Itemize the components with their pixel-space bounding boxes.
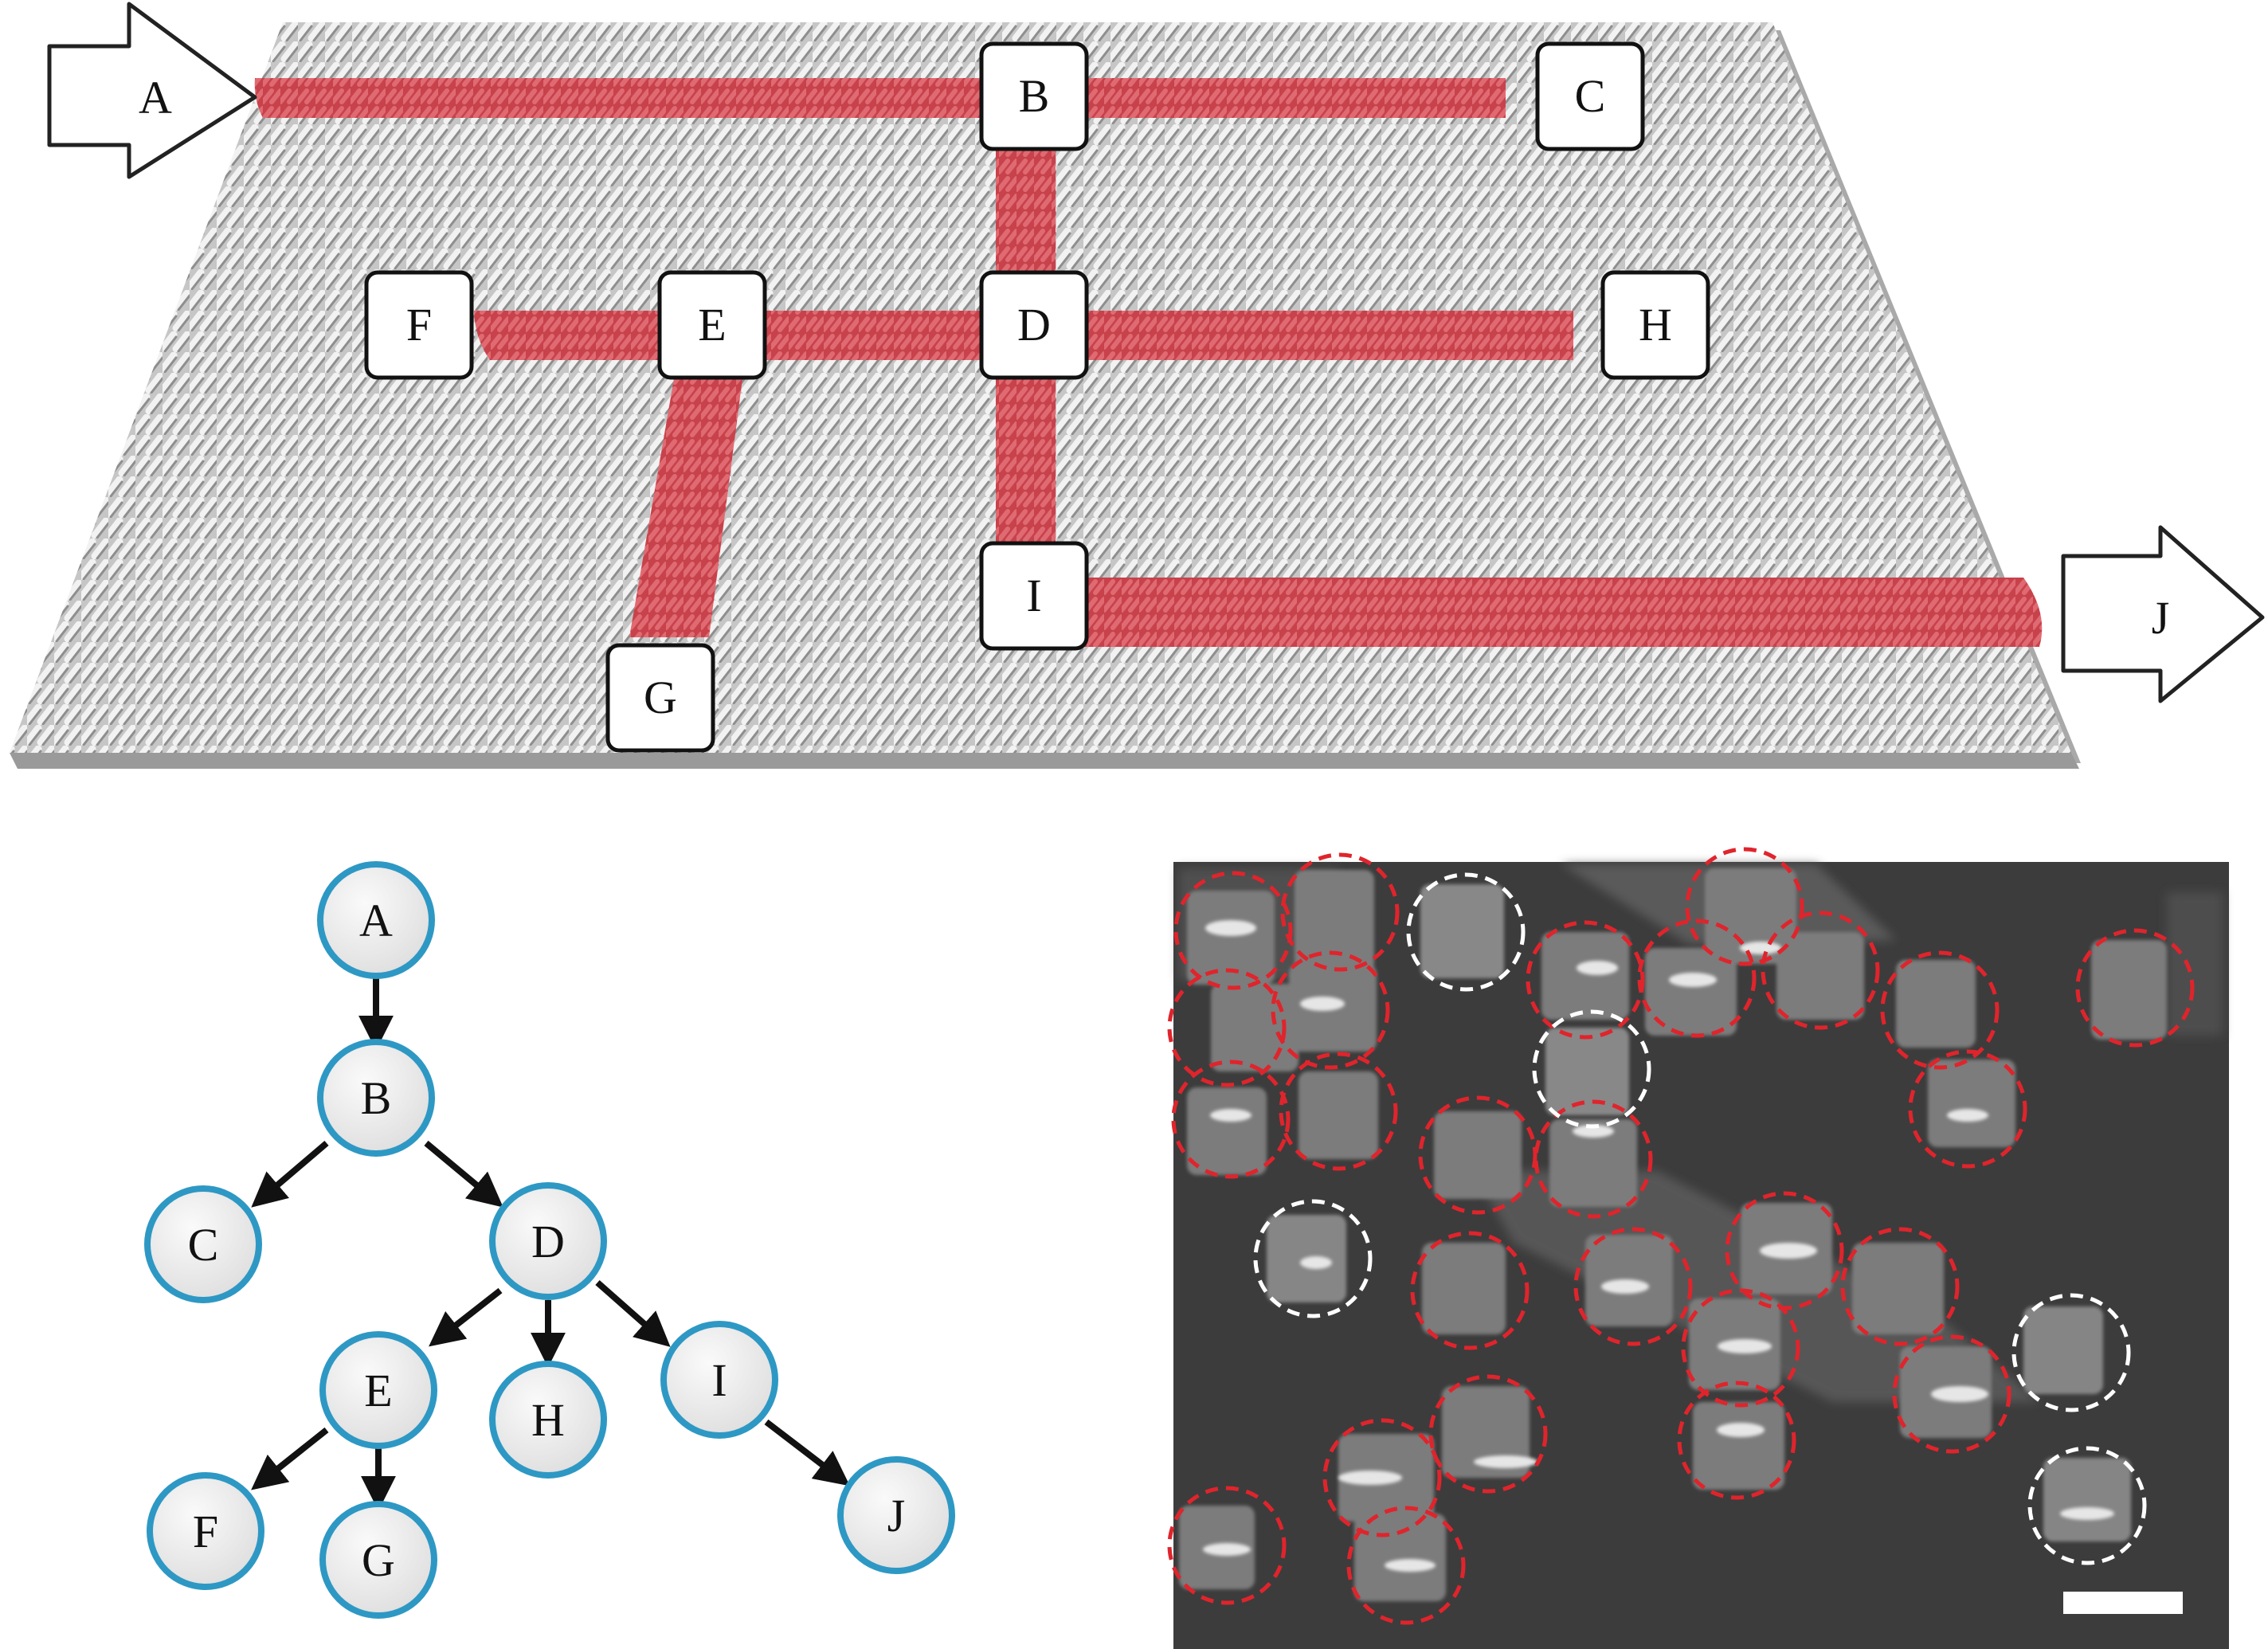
tree-edge-b-c xyxy=(251,1140,329,1208)
exit-arrow: J xyxy=(2061,525,2265,703)
origami-surface-edge xyxy=(10,753,2079,769)
tree-node-b: B xyxy=(317,1039,435,1157)
tree-node-label-b: B xyxy=(361,1072,392,1124)
tree-node-e: E xyxy=(319,1331,437,1449)
tree-panel: A B C D E H I xyxy=(144,861,955,1619)
afm-particles xyxy=(1179,868,2167,1601)
tree-node-label-i: I xyxy=(711,1354,727,1406)
tree-node-a: A xyxy=(317,861,435,979)
path-segment-e-g xyxy=(629,360,745,637)
junction-label-g: G xyxy=(644,672,677,723)
junction-box-b: B xyxy=(979,41,1089,151)
tree-node-label-a: A xyxy=(359,895,393,946)
junction-label-e: E xyxy=(698,299,726,351)
junction-box-c: C xyxy=(1535,41,1645,151)
afm-image xyxy=(1167,847,2229,1649)
tree-node-f: F xyxy=(147,1472,264,1590)
path-segment-i-j xyxy=(1056,578,2043,647)
tree-edge-b-d xyxy=(424,1140,503,1208)
scale-bar xyxy=(2063,1592,2183,1614)
tree-node-label-d: D xyxy=(531,1216,565,1267)
maze-panel: A J B C F E D H xyxy=(10,2,2265,769)
junction-box-i: I xyxy=(979,541,1089,651)
red-circles xyxy=(1167,847,2195,1625)
tree-node-d: D xyxy=(489,1182,607,1300)
junction-label-i: I xyxy=(1026,570,1041,621)
white-circles xyxy=(1253,872,2147,1565)
tree-edge-d-e xyxy=(429,1287,503,1347)
entry-arrow-shape xyxy=(47,2,257,179)
junction-label-c: C xyxy=(1575,70,1606,122)
tree-edge-d-i xyxy=(595,1280,671,1347)
tree-node-c: C xyxy=(144,1185,262,1303)
tree-nodes: A B C D E H I xyxy=(144,861,955,1619)
tree-edge-i-j xyxy=(764,1419,850,1486)
tree-node-label-e: E xyxy=(364,1365,392,1416)
entry-arrow: A xyxy=(47,2,257,179)
exit-arrow-label: J xyxy=(2152,592,2170,644)
tree-edges xyxy=(251,976,850,1511)
junction-box-f: F xyxy=(364,270,474,380)
entry-arrow-label: A xyxy=(139,72,172,123)
tree-node-label-h: H xyxy=(531,1394,565,1446)
junction-label-f: F xyxy=(406,299,432,351)
tree-node-j: J xyxy=(837,1456,955,1574)
tree-node-label-g: G xyxy=(362,1534,395,1586)
junction-label-b: B xyxy=(1019,70,1050,122)
tree-node-label-f: F xyxy=(193,1506,218,1557)
junction-box-h: H xyxy=(1600,270,1710,380)
tree-edge-e-f xyxy=(251,1427,329,1490)
junction-box-g: G xyxy=(605,643,715,753)
tree-node-h: H xyxy=(489,1361,607,1479)
path-segment-a-c xyxy=(254,78,1506,118)
exit-arrow-shape xyxy=(2061,525,2265,703)
junction-box-e: E xyxy=(657,270,767,380)
tree-node-g: G xyxy=(319,1501,437,1619)
tree-node-label-j: J xyxy=(887,1490,906,1541)
tree-node-label-c: C xyxy=(188,1219,219,1271)
junction-label-h: H xyxy=(1639,299,1672,351)
junction-label-d: D xyxy=(1017,299,1051,351)
junction-box-d: D xyxy=(979,270,1089,380)
tree-node-i: I xyxy=(660,1321,778,1439)
